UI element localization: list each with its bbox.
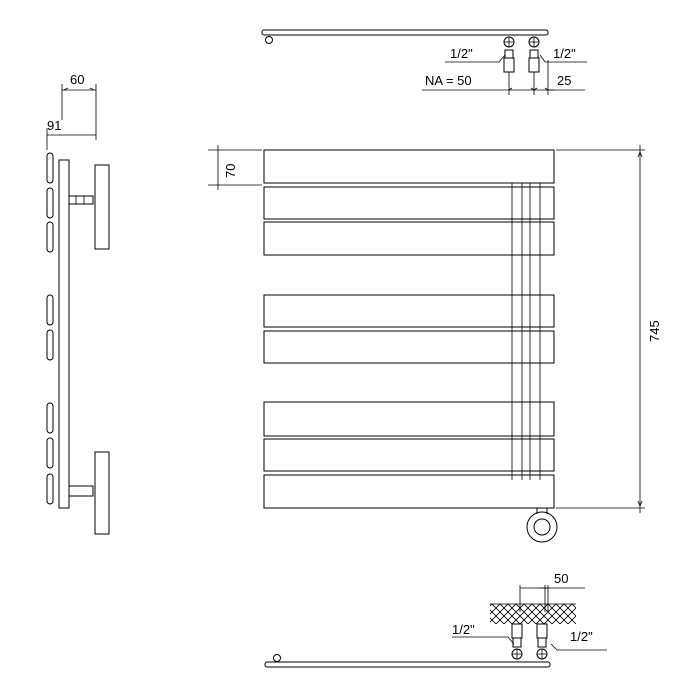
front-valve-outer: [526, 511, 558, 543]
dim-top-axis-distance: NA = 50: [425, 73, 472, 88]
bottom-view: 50 1/2" 1/2": [264, 571, 607, 668]
wall-top: [94, 164, 110, 250]
front-valve-stem: [536, 508, 548, 514]
dim-top-offset: 25: [557, 73, 571, 88]
front-valve-inner: [533, 518, 551, 536]
dim-side-offset: 91: [47, 118, 61, 133]
side-bracket-top: [68, 195, 94, 205]
side-view: 60 91: [46, 72, 110, 535]
dim-blade-height: 70: [223, 164, 238, 178]
top-view: 1/2" 1/2" NA = 50 25: [261, 29, 587, 95]
dim-total-height: 745: [647, 320, 662, 342]
bottom-view-radiator-bar: [264, 661, 551, 668]
bottom-view-wall: [490, 604, 576, 624]
dim-top-thread-left: 1/2": [450, 46, 473, 61]
side-blades: [46, 152, 54, 505]
dim-bottom-thread-right: 1/2": [570, 629, 593, 644]
dim-top-thread-right: 1/2": [553, 46, 576, 61]
top-valve-right: [528, 36, 540, 73]
bottom-valve-left: [511, 623, 523, 660]
top-view-radiator-bar: [261, 29, 549, 36]
top-valve-left: [503, 36, 515, 73]
bottom-view-knob: [273, 654, 281, 662]
dim-bottom-spacing: 50: [554, 571, 568, 586]
wall-bottom: [94, 451, 110, 535]
side-collector: [58, 159, 70, 509]
dim-bottom-thread-left: 1/2": [452, 622, 475, 637]
front-view: 70 745: [208, 145, 662, 543]
front-blades: [263, 149, 555, 509]
top-view-knob: [265, 36, 273, 44]
side-bracket-bottom: [68, 485, 94, 497]
bottom-valve-right: [536, 623, 548, 660]
dim-side-depth: 60: [70, 72, 84, 87]
